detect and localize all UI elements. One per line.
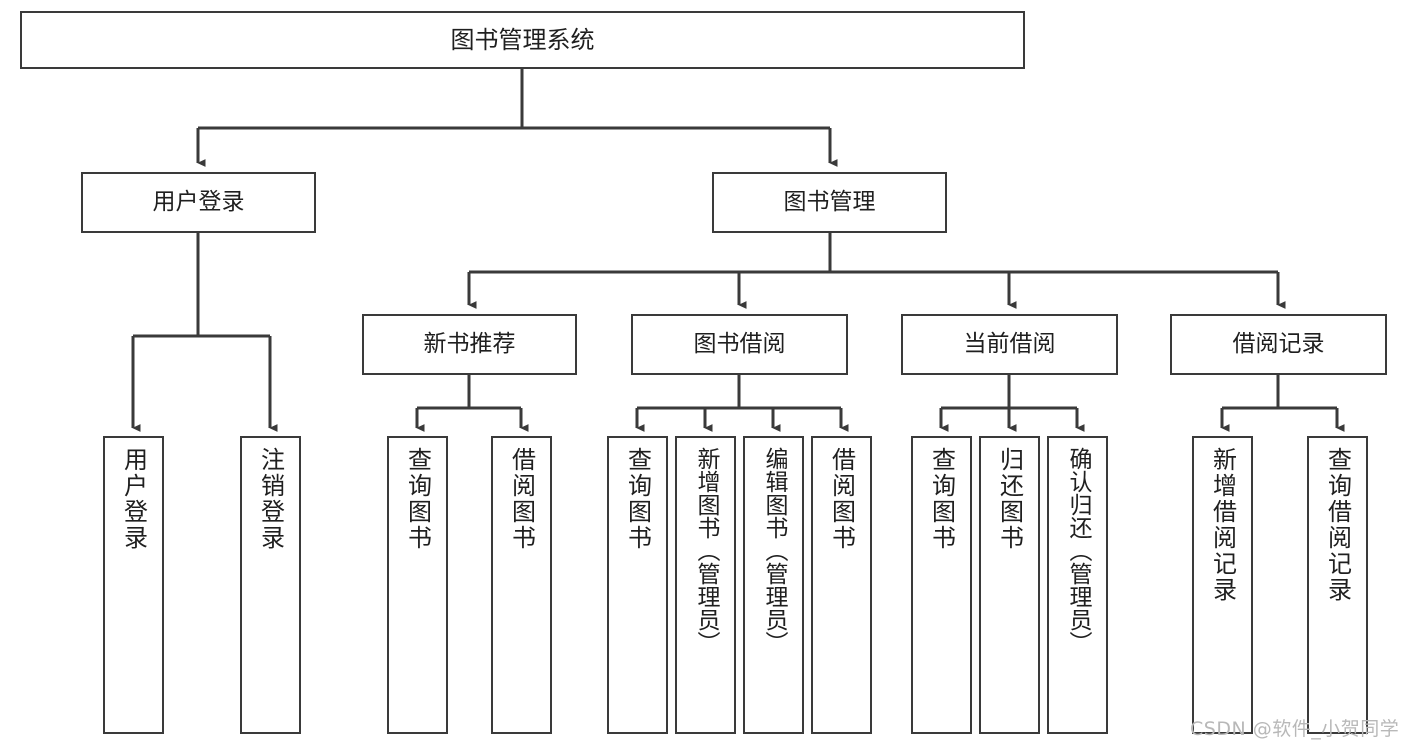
leaf-borrow-book-recommend[interactable]: 借阅图书 xyxy=(491,436,552,734)
leaf-query-borrow-record[interactable]: 查询借阅记录 xyxy=(1307,436,1368,734)
leaf-borrow-book[interactable]: 借阅图书 xyxy=(811,436,872,734)
node-label: 借阅图书 xyxy=(507,447,536,551)
leaf-query-book-borrow[interactable]: 查询图书 xyxy=(607,436,668,734)
node-label: 归还图书 xyxy=(995,447,1024,551)
node-label: 图书管理 xyxy=(783,188,876,215)
node-borrowing-record[interactable]: 借阅记录 xyxy=(1170,314,1387,375)
node-label: 借阅记录 xyxy=(1232,330,1325,357)
leaf-query-book-current[interactable]: 查询图书 xyxy=(911,436,972,734)
leaf-logout[interactable]: 注销登录 xyxy=(240,436,301,734)
node-label: 借阅图书 xyxy=(827,447,856,551)
leaf-query-book-recommend[interactable]: 查询图书 xyxy=(387,436,448,734)
node-book-borrowing[interactable]: 图书借阅 xyxy=(631,314,848,375)
leaf-confirm-return-admin[interactable]: 确认归还（管理员） xyxy=(1047,436,1108,734)
leaf-return-book[interactable]: 归还图书 xyxy=(979,436,1040,734)
node-label: 用户登录 xyxy=(119,447,148,551)
node-current-borrowing[interactable]: 当前借阅 xyxy=(901,314,1118,375)
node-label: 查询图书 xyxy=(623,447,652,551)
node-label: 确认归还（管理员） xyxy=(1065,447,1091,654)
node-label: 新增图书（管理员） xyxy=(693,447,719,654)
node-label: 图书管理系统 xyxy=(450,25,595,54)
node-label: 图书借阅 xyxy=(693,330,786,357)
leaf-add-borrow-record[interactable]: 新增借阅记录 xyxy=(1192,436,1253,734)
node-new-book-recommendation[interactable]: 新书推荐 xyxy=(362,314,577,375)
node-user-login[interactable]: 用户登录 xyxy=(81,172,316,233)
node-label: 查询图书 xyxy=(403,447,432,551)
node-label: 注销登录 xyxy=(256,447,285,551)
node-label: 查询图书 xyxy=(927,447,956,551)
node-label: 新书推荐 xyxy=(423,330,516,357)
node-root-book-management-system[interactable]: 图书管理系统 xyxy=(20,11,1025,69)
leaf-user-login[interactable]: 用户登录 xyxy=(103,436,164,734)
node-label: 新增借阅记录 xyxy=(1208,447,1237,603)
node-book-management[interactable]: 图书管理 xyxy=(712,172,947,233)
node-label: 编辑图书（管理员） xyxy=(761,447,787,654)
leaf-add-book-admin[interactable]: 新增图书（管理员） xyxy=(675,436,736,734)
node-label: 用户登录 xyxy=(152,188,245,215)
node-label: 当前借阅 xyxy=(963,330,1056,357)
leaf-edit-book-admin[interactable]: 编辑图书（管理员） xyxy=(743,436,804,734)
node-label: 查询借阅记录 xyxy=(1323,447,1352,603)
